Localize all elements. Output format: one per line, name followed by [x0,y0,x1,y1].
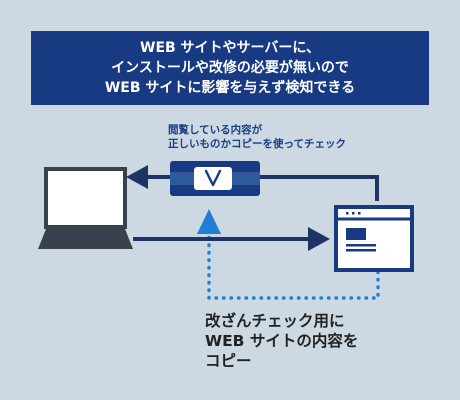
check-caption-line-2: 正しいものかコピーを使ってチェック [168,138,346,150]
checkmark-icon [204,169,222,187]
checker-box [170,161,260,196]
header-line-1: WEB サイトやサーバーに、 [140,40,320,56]
copy-dotted-path [207,232,380,300]
copy-label-line-1: 改ざんチェック用に [205,312,345,330]
copy-label-line-2: WEB サイトの内容を [205,332,359,350]
copy-arrowhead-up [197,209,221,234]
copy-label: 改ざんチェック用に WEB サイトの内容を コピー [205,311,358,371]
header-line-2: インストールや改修の必要が無いので [111,60,349,76]
laptop-icon [38,167,133,249]
header-banner: WEB サイトやサーバーに、 インストールや改修の必要が無いので WEB サイト… [31,31,429,105]
browser-window-icon [334,205,414,272]
request-arrowhead [308,227,330,251]
copy-label-line-3: コピー [205,352,252,370]
check-caption-line-1: 閲覧している内容が [168,124,263,136]
return-arrowhead [126,165,148,189]
header-line-3: WEB サイトに影響を与えず検知できる [104,80,356,96]
check-caption: 閲覧している内容が 正しいものかコピーを使ってチェック [168,123,346,151]
